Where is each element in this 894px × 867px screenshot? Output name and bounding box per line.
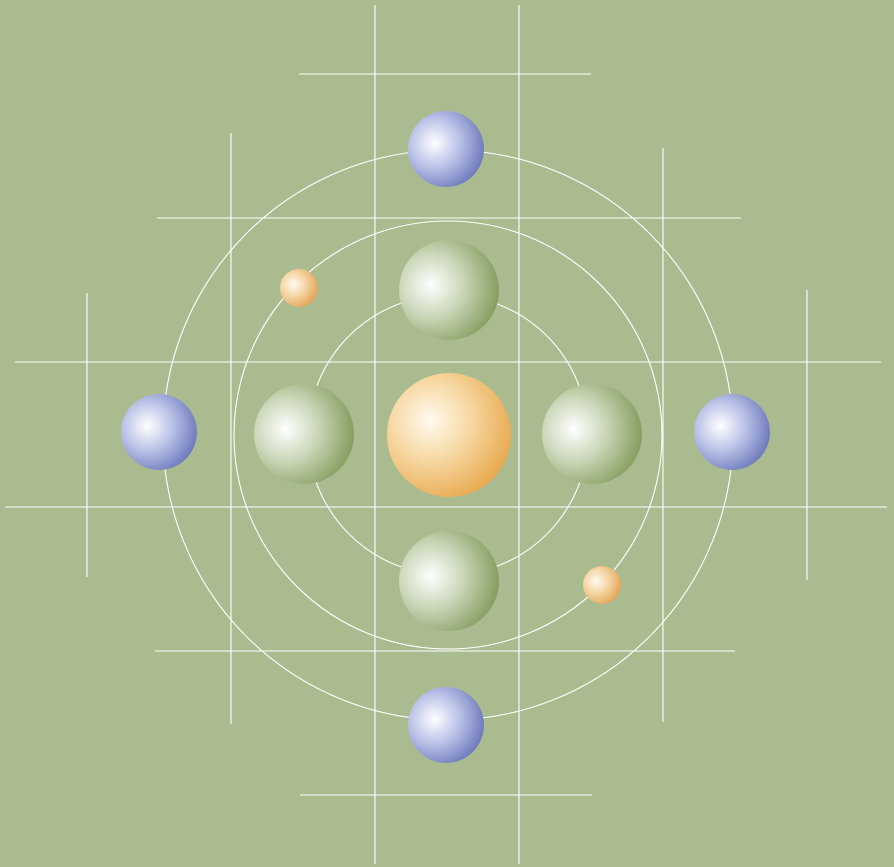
green-sphere-bottom xyxy=(399,531,499,631)
small-moon-sphere-upper-left xyxy=(280,269,318,307)
blue-sphere-left xyxy=(121,394,197,470)
small-moon-sphere-lower-right xyxy=(583,566,621,604)
green-sphere-left xyxy=(254,384,354,484)
blue-sphere-bottom xyxy=(408,687,484,763)
green-sphere-right xyxy=(542,384,642,484)
central-sun-sphere xyxy=(387,373,511,497)
blue-sphere-right xyxy=(694,394,770,470)
blue-sphere-top xyxy=(408,111,484,187)
green-sphere-top xyxy=(399,240,499,340)
